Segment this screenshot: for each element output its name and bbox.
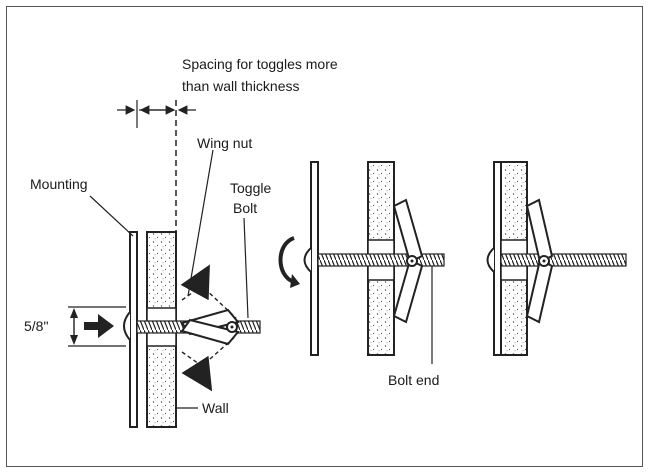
label-bolt-end: Bolt end [388,372,439,388]
toggle-wing-lower [392,258,424,324]
figure-tightened [486,161,627,356]
toggle-bolt-leader [243,217,249,319]
toggle-wing-upper [525,198,554,264]
expand-arrow-down [181,355,213,392]
label-spacing-line1: Spacing for toggles more [182,56,338,72]
label-wing-nut: Wing nut [197,135,252,151]
label-mounting: Mounting [30,176,88,192]
figure-insertion [68,100,261,428]
wing-nut-leader [187,149,214,297]
label-dimension: 5/8" [24,318,48,334]
mounting-plate [129,231,138,428]
toggle-wing-lower [525,258,554,324]
figure-opening [278,161,445,364]
bolt-shaft [317,253,445,267]
bolt-shaft [500,253,627,267]
expand-arrow-up [180,264,210,301]
rotate-symbol [278,236,295,284]
insert-arrow [84,314,114,338]
bolt-head [123,311,131,341]
label-spacing-line2: than wall thickness [182,78,300,94]
label-toggle-line2: Bolt [233,200,257,216]
toggle-wing-lower [180,318,240,346]
label-wall: Wall [202,400,229,416]
mounting-leader [89,195,134,237]
label-toggle-line1: Toggle [230,180,271,196]
toggle-wing-upper [392,198,424,264]
